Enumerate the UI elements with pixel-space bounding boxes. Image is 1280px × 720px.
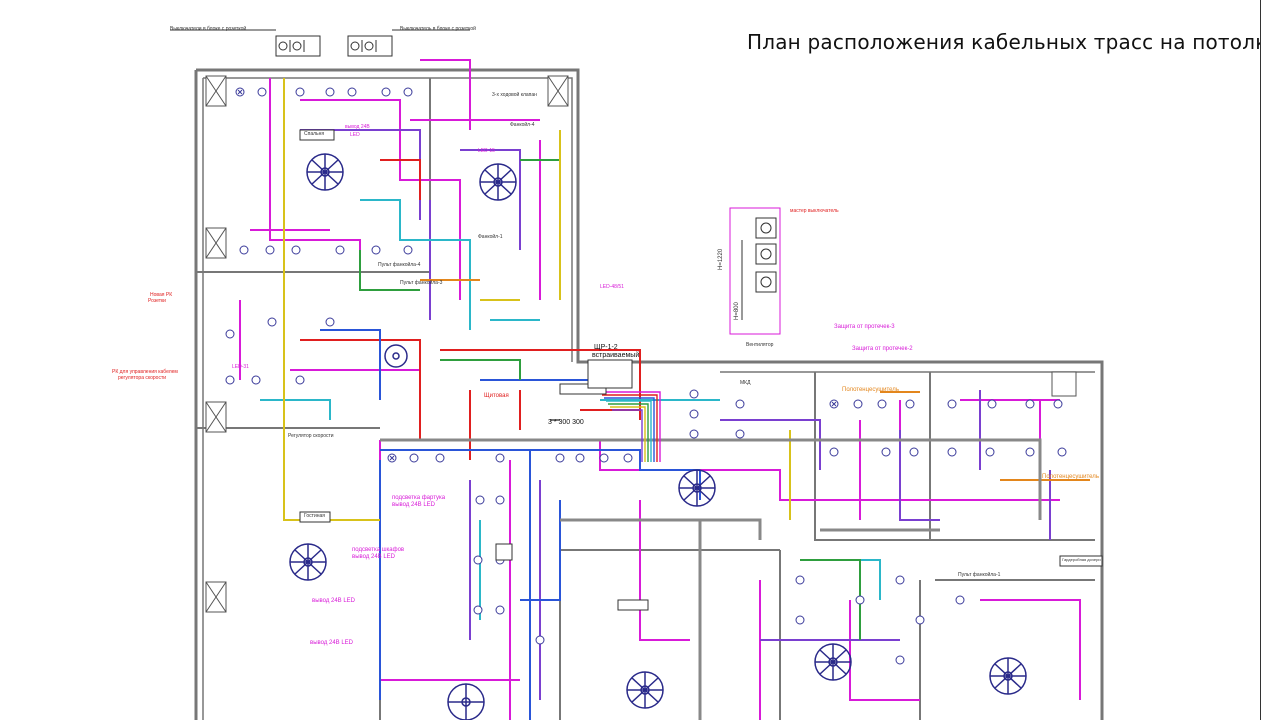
ceiling-lamps xyxy=(225,87,1067,665)
purple-routes xyxy=(300,129,1051,700)
label-l32: 3 * 300 300 xyxy=(548,419,584,426)
label-l1: вывод 24В xyxy=(345,124,370,130)
lamp-row-2 xyxy=(239,245,413,255)
wall-main-outline xyxy=(194,68,1104,720)
fan-5 xyxy=(814,643,852,681)
lamp-row-5 xyxy=(829,447,1067,457)
label-l19a: Полотенцесушитель xyxy=(842,387,899,393)
label-l15: встраиваемый xyxy=(592,352,640,359)
label-l21b: вывод 24В LED xyxy=(352,554,396,560)
label-l6: Фанкойл-1 xyxy=(478,234,503,240)
label-l7: Пульт фанкойла-4 xyxy=(378,262,421,268)
room-label-bedroom: Спальня xyxy=(304,131,325,137)
window-hatch xyxy=(205,75,569,613)
label-l4: Фанкойл-4 xyxy=(510,122,535,128)
fan-4 xyxy=(678,469,716,507)
lamp-row-7 xyxy=(473,495,545,645)
label-l18: Защита от протечек-2 xyxy=(852,346,913,352)
switch-box-1 xyxy=(275,35,321,57)
fan-7 xyxy=(989,657,1027,695)
lamp-row-6 xyxy=(795,575,965,665)
room-label-kitchen: Гостиная xyxy=(304,513,325,519)
label-l30: LED-48/51 xyxy=(600,284,624,290)
label-l5: LED-15 xyxy=(478,148,495,154)
fan-2 xyxy=(479,163,517,201)
lamp-row-4 xyxy=(829,399,1063,409)
lamp-crosses xyxy=(237,89,837,461)
small-boxes xyxy=(299,129,1103,611)
label-l8: Пульт фанкойла-3 xyxy=(400,280,443,286)
label-l26: мастер выключатель xyxy=(790,208,839,214)
label-l21c: вывод 24В LED xyxy=(312,598,356,604)
label-l22: подсветка шкафов xyxy=(352,547,405,553)
lamp-row-1 xyxy=(235,87,413,97)
label-l23: Пульт фанкойла-1 xyxy=(958,572,1001,578)
label-l28: H=800 xyxy=(734,302,740,320)
label-l16: Вентилятор xyxy=(746,342,774,348)
lamp-row-8 xyxy=(225,317,335,385)
page-title: План расположения кабельных трасс на пот… xyxy=(747,30,1280,54)
wall-partition-3 xyxy=(559,500,781,720)
fan-9 xyxy=(384,344,408,368)
label-l10: Розетки xyxy=(148,298,166,304)
switch-box-2 xyxy=(347,35,393,57)
label-l21a: вывод 24В LED xyxy=(392,502,436,508)
label-l9: Новая РК xyxy=(150,292,173,298)
label-l20: подсветка фартука xyxy=(392,495,446,501)
switch-label-1: Выключатели в блоке с розеткой xyxy=(170,26,247,32)
label-l11: РК для управления кабелем xyxy=(112,369,178,375)
label-l31: Гардеробная дочери xyxy=(1062,557,1101,562)
yellow-routes xyxy=(283,78,791,521)
walls xyxy=(194,68,1104,720)
wall-partition-4 xyxy=(814,372,1095,720)
label-l19b: Полотенцесушитель xyxy=(1042,474,1099,480)
magenta-routes xyxy=(239,59,1081,720)
label-l27: H=1220 xyxy=(718,248,724,270)
wall-inner-top xyxy=(203,77,573,362)
label-l25: МКД xyxy=(740,380,751,386)
label-l17: Защита от протечек-3 xyxy=(834,324,895,330)
sheet-frame-edge xyxy=(1260,0,1280,720)
orange-routes xyxy=(420,279,1090,481)
ceiling-fans xyxy=(289,153,1027,720)
switch-boxes xyxy=(170,29,470,57)
window-6 xyxy=(1051,371,1077,397)
wall-partition-1 xyxy=(196,271,430,429)
fan-6 xyxy=(626,671,664,709)
label-l2: LED xyxy=(350,132,360,138)
panel-bundle xyxy=(600,391,661,462)
fan-8 xyxy=(447,683,485,720)
label-l29: LED-31 xyxy=(232,364,249,370)
label-l13: Регулятор скорости xyxy=(288,433,334,439)
label-l3: 3-х ходовой клапан xyxy=(492,92,537,98)
lamp-row-9 xyxy=(689,389,745,439)
fan-1 xyxy=(306,153,344,191)
label-l14: ЩР-1-2 xyxy=(594,344,618,351)
switch-label-2: Выключатель в блоке с розеткой xyxy=(400,26,476,32)
label-l24: Щитовая xyxy=(484,393,509,399)
cable-routes xyxy=(239,59,1090,720)
grey-routes xyxy=(380,438,1042,720)
fan-3 xyxy=(289,543,327,581)
window-blocks xyxy=(205,75,1077,613)
label-l12: регулятора скорости xyxy=(118,375,167,381)
switch-panel-right xyxy=(729,207,781,335)
label-l21d: вывод 24В LED xyxy=(310,640,354,646)
